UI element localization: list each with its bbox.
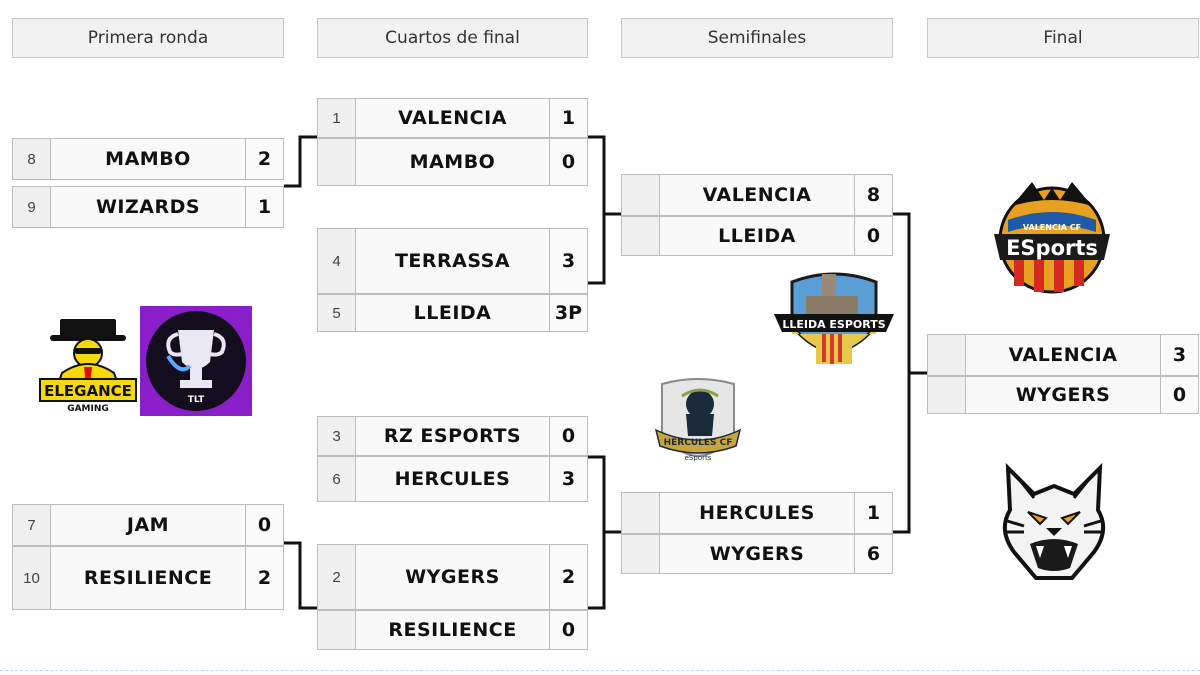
header-primera-ronda: Primera ronda	[12, 18, 284, 58]
tlt-logo-text: TLT	[188, 395, 205, 405]
team-score: 2	[245, 547, 283, 609]
team-name: RESILIENCE	[356, 611, 549, 649]
team-name: VALENCIA	[660, 175, 854, 215]
team-score: 0	[854, 217, 892, 255]
elegance-logo-subtext: GAMING	[67, 404, 109, 414]
wildcat-head-icon	[1002, 462, 1106, 580]
seed-number: 4	[318, 229, 356, 293]
match-row: VALENCIA 8	[621, 174, 893, 216]
team-score: 2	[245, 139, 283, 179]
seed-number	[318, 611, 356, 649]
match-row: HERCULES 1	[621, 492, 893, 534]
team-score: 1	[549, 99, 587, 137]
match-row: 6 HERCULES 3	[317, 456, 588, 502]
seed-number: 3	[318, 417, 356, 455]
team-score: 3	[1160, 335, 1198, 375]
seed-number	[318, 139, 356, 185]
team-name: MAMBO	[51, 139, 245, 179]
valencia-logo-text: ESports	[1006, 236, 1098, 260]
valencia-cf-esports-logo: VALENCIA CF ESports	[994, 182, 1110, 294]
valencia-logo-toptext: VALENCIA CF	[1023, 223, 1081, 232]
hercules-logo-text: HÉRCULES CF	[664, 436, 733, 448]
team-name: HERCULES	[356, 457, 549, 501]
elegance-gaming-logo: ELEGANCE GAMING	[39, 319, 137, 414]
team-score: 1	[854, 493, 892, 533]
team-score: 3P	[549, 295, 587, 331]
team-score: 0	[549, 417, 587, 455]
tlt-logo: TLT	[140, 306, 252, 416]
bottom-divider	[0, 670, 1200, 671]
lleida-logo-text: LLEIDA ESPORTS	[782, 318, 885, 331]
header-cuartos: Cuartos de final	[317, 18, 588, 58]
team-name: WYGERS	[356, 545, 549, 609]
seed-number: 9	[13, 187, 51, 227]
team-name: RZ ESPORTS	[356, 417, 549, 455]
header-final: Final	[927, 18, 1199, 58]
hercules-cf-logo: HÉRCULES CF eSports	[654, 378, 742, 462]
team-score: 6	[854, 535, 892, 573]
match-row: 7 JAM 0	[12, 504, 284, 546]
team-name: WYGERS	[966, 377, 1160, 413]
seed-number: 5	[318, 295, 356, 331]
seed-number	[622, 217, 660, 255]
seed-number: 10	[13, 547, 51, 609]
match-row: LLEIDA 0	[621, 216, 893, 256]
match-row: 10 RESILIENCE 2	[12, 546, 284, 610]
team-name: WYGERS	[660, 535, 854, 573]
team-name: JAM	[51, 505, 245, 545]
match-row: RESILIENCE 0	[317, 610, 588, 650]
team-name: MAMBO	[356, 139, 549, 185]
team-name: HERCULES	[660, 493, 854, 533]
team-score: 2	[549, 545, 587, 609]
match-row: MAMBO 0	[317, 138, 588, 186]
team-score: 0	[1160, 377, 1198, 413]
seed-number: 6	[318, 457, 356, 501]
team-score: 8	[854, 175, 892, 215]
match-row: VALENCIA 3	[927, 334, 1199, 376]
seed-number: 7	[13, 505, 51, 545]
seed-number: 1	[318, 99, 356, 137]
team-score: 3	[549, 457, 587, 501]
match-row: WYGERS 6	[621, 534, 893, 574]
match-row: 8 MAMBO 2	[12, 138, 284, 180]
team-score: 0	[245, 505, 283, 545]
seed-number	[622, 493, 660, 533]
team-name: WIZARDS	[51, 187, 245, 227]
seed-number	[622, 535, 660, 573]
lleida-esports-logo: LLEIDA ESPORTS	[774, 272, 894, 364]
seed-number	[622, 175, 660, 215]
match-row: 4 TERRASSA 3	[317, 228, 588, 294]
team-score: 0	[549, 611, 587, 649]
team-score: 0	[549, 139, 587, 185]
seed-number	[928, 377, 966, 413]
hercules-logo-subtext: eSports	[685, 454, 712, 462]
match-row: 9 WIZARDS 1	[12, 186, 284, 228]
team-name: LLEIDA	[660, 217, 854, 255]
team-name: VALENCIA	[356, 99, 549, 137]
elegance-logo-text: ELEGANCE	[44, 382, 132, 400]
match-row: 3 RZ ESPORTS 0	[317, 416, 588, 456]
seed-number: 8	[13, 139, 51, 179]
team-score: 3	[549, 229, 587, 293]
team-name: TERRASSA	[356, 229, 549, 293]
match-row: WYGERS 0	[927, 376, 1199, 414]
seed-number: 2	[318, 545, 356, 609]
team-name: RESILIENCE	[51, 547, 245, 609]
team-name: LLEIDA	[356, 295, 549, 331]
match-row: 5 LLEIDA 3P	[317, 294, 588, 332]
seed-number	[928, 335, 966, 375]
header-semifinales: Semifinales	[621, 18, 893, 58]
team-score: 1	[245, 187, 283, 227]
match-row: 1 VALENCIA 1	[317, 98, 588, 138]
team-name: VALENCIA	[966, 335, 1160, 375]
match-row: 2 WYGERS 2	[317, 544, 588, 610]
